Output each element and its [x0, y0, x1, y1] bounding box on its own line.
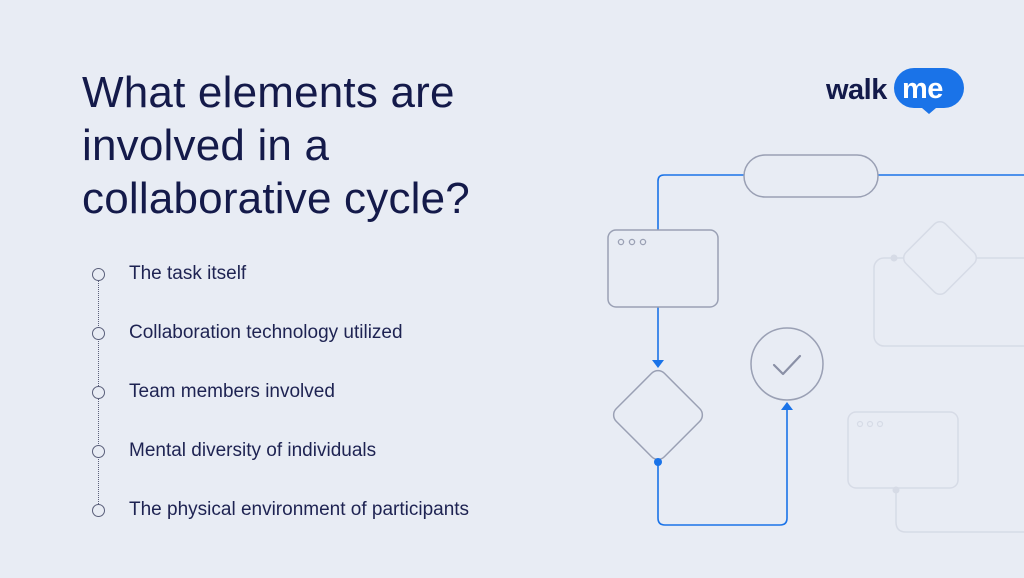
arrow-up-icon — [781, 402, 793, 410]
connector-diamond-to-check — [657, 410, 788, 526]
list-item: Collaboration technology utilized — [90, 319, 570, 347]
faded-window-dot — [866, 420, 874, 428]
elements-list: The task itself Collaboration technology… — [90, 260, 570, 530]
faded-window-dot — [856, 420, 864, 428]
title-line-2: involved in a — [82, 121, 330, 170]
check-circle — [750, 327, 824, 401]
page-title: What elements are involved in a collabor… — [82, 66, 602, 225]
bullet-circle-icon — [92, 326, 105, 340]
title-line-3: collaborative cycle? — [82, 174, 470, 223]
bullet-circle-icon — [92, 444, 105, 458]
pill-shape — [743, 154, 879, 198]
window-dots-icon — [607, 229, 719, 308]
bullet-circle-icon — [92, 503, 105, 517]
bullet-circle-icon — [92, 267, 105, 281]
logo-speech-bubble-icon — [894, 68, 964, 114]
diamond-decision-icon — [612, 369, 704, 461]
connector-dot — [654, 458, 662, 466]
list-item: The physical environment of participants — [90, 496, 570, 524]
list-item: Mental diversity of individuals — [90, 437, 570, 465]
faded-window-icon — [847, 411, 959, 489]
faded-window-dot — [876, 420, 884, 428]
window-dot — [628, 238, 636, 246]
list-item-label: Collaboration technology utilized — [129, 322, 403, 343]
connector-pill-to-window — [657, 174, 744, 230]
logo-text-me: me — [902, 73, 943, 105]
title-line-1: What elements are — [82, 68, 455, 117]
logo-text-walk: walk — [826, 74, 887, 106]
arrow-down-icon — [652, 360, 664, 368]
window-dot — [617, 238, 625, 246]
flow-connectors — [657, 174, 1024, 526]
faded-connector-dot — [892, 486, 900, 494]
list-item-label: The task itself — [129, 263, 247, 284]
check-mark — [772, 354, 802, 376]
faded-diamond-icon — [902, 220, 978, 296]
list-item: The task itself — [90, 260, 570, 288]
list-item-label: The physical environment of participants — [129, 499, 470, 520]
faded-connector-line — [895, 488, 1024, 533]
list-item-label: Mental diversity of individuals — [129, 440, 377, 461]
faded-background-shapes — [847, 220, 1024, 533]
check-icon — [750, 327, 824, 401]
window-dot — [639, 238, 647, 246]
walkme-logo: walk me — [826, 68, 966, 114]
faded-connector-dot — [890, 254, 898, 262]
list-item-label: Team members involved — [129, 381, 335, 402]
bullet-circle-icon — [92, 385, 105, 399]
window-frame — [607, 229, 719, 308]
list-item: Team members involved — [90, 378, 570, 406]
